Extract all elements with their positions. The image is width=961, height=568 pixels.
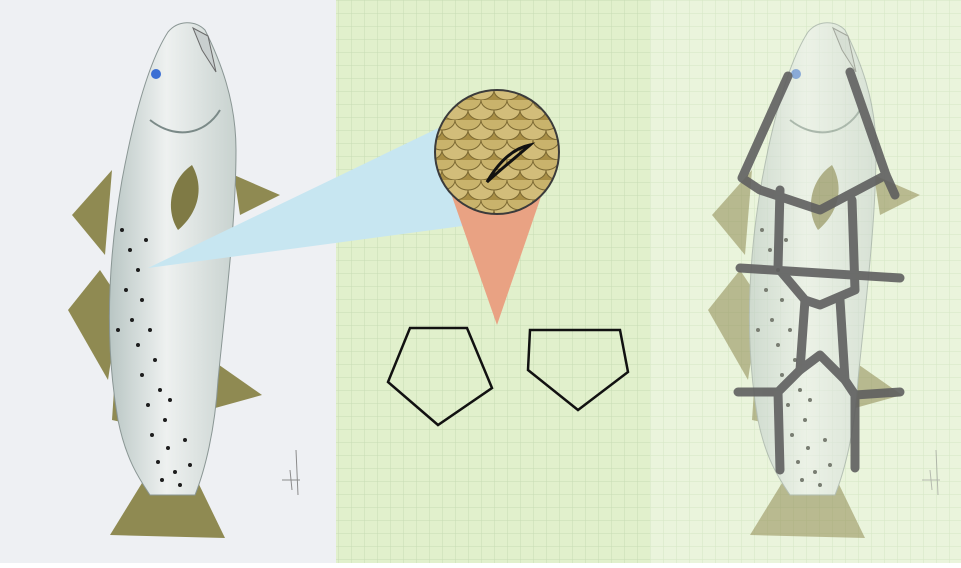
magnifier-lens: [435, 90, 559, 214]
panel-original-fish: [0, 0, 336, 563]
panel-segmented-fish: [650, 0, 961, 563]
